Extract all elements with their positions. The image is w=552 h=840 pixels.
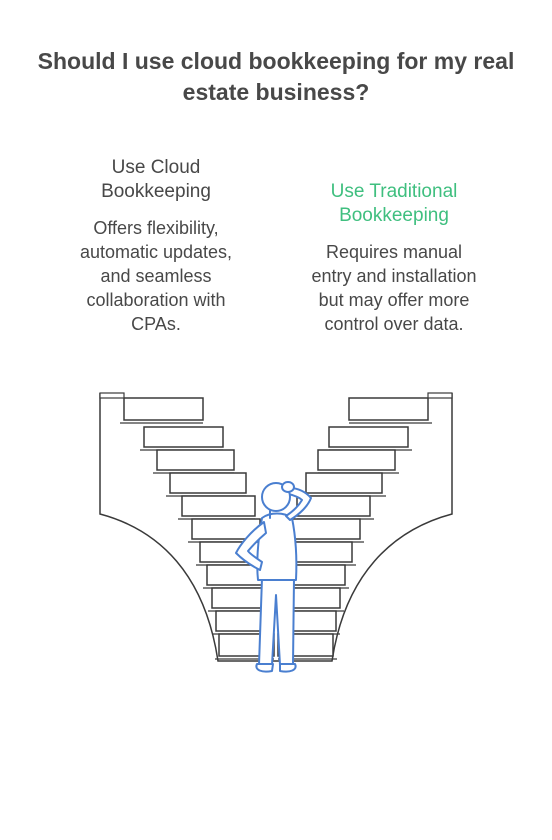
page-title: Should I use cloud bookkeeping for my re… xyxy=(37,48,515,105)
option-cloud-description: Offers flexibility, automatic updates, a… xyxy=(79,218,233,334)
person-hand xyxy=(281,481,295,493)
person-left-arm xyxy=(235,521,267,571)
right-stair-step xyxy=(328,426,409,448)
right-stair-step xyxy=(348,397,429,421)
left-stair-step xyxy=(181,495,256,517)
left-stair-step xyxy=(143,426,224,448)
option-cloud-label: Use Cloud Bookkeeping xyxy=(101,157,211,202)
person-figure xyxy=(235,481,312,673)
right-stair-step xyxy=(317,449,396,471)
option-traditional-description: Requires manual entry and installation b… xyxy=(311,242,477,334)
right-stair-step xyxy=(291,518,361,540)
person-right-foot xyxy=(279,663,297,673)
person-left-foot xyxy=(255,663,274,673)
left-stair-step xyxy=(156,449,235,471)
right-stair-step xyxy=(287,541,353,563)
person-torso xyxy=(256,512,298,581)
option-traditional-label: Use Traditional Bookkeeping xyxy=(330,181,458,226)
left-stair-step xyxy=(169,472,247,494)
stairs-illustration xyxy=(99,392,453,662)
right-stair-step xyxy=(305,472,383,494)
left-stair-step xyxy=(123,397,204,421)
